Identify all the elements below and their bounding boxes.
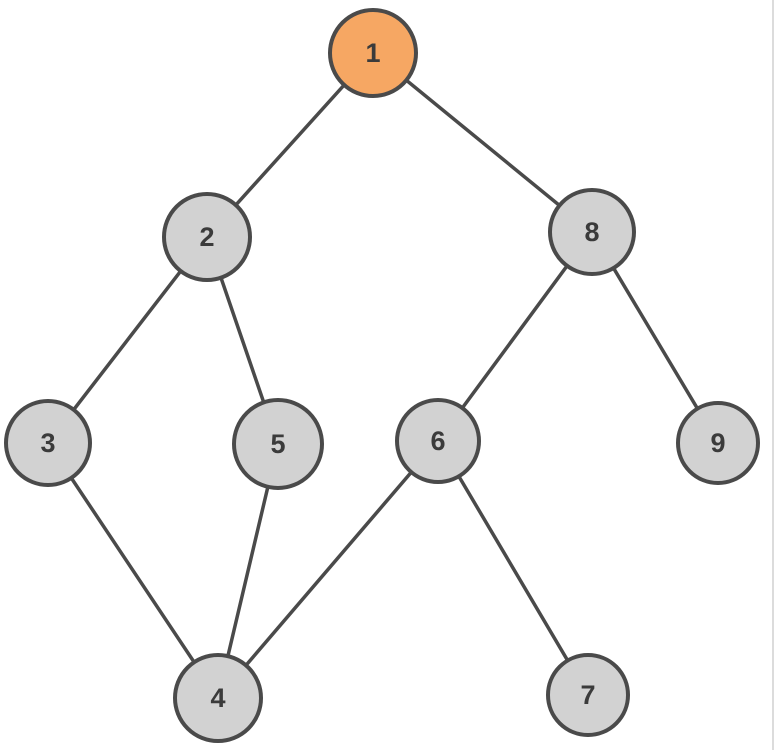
graph-node-6: 6 <box>395 398 481 484</box>
node-label: 5 <box>270 429 285 459</box>
graph-node-2: 2 <box>162 192 252 282</box>
graph-edge-1-8 <box>371 51 594 234</box>
node-label: 4 <box>210 683 225 713</box>
node-label: 8 <box>584 217 599 247</box>
node-circle <box>4 399 92 487</box>
graph-edge-3-4 <box>46 441 220 700</box>
graph-node-8: 8 <box>548 188 636 276</box>
node-label: 6 <box>430 426 445 456</box>
node-circle <box>173 653 263 743</box>
graph-node-7: 7 <box>546 653 630 737</box>
node-label: 3 <box>40 428 55 458</box>
graph-node-5: 5 <box>232 398 324 490</box>
node-circle <box>546 653 630 737</box>
node-label: 1 <box>365 38 380 68</box>
node-circle <box>162 192 252 282</box>
frame-right-edge <box>772 0 774 750</box>
graph-node-4: 4 <box>173 653 263 743</box>
node-circle <box>232 398 324 490</box>
node-label: 7 <box>580 680 595 710</box>
node-circle-highlighted <box>328 8 418 98</box>
graph-node-3: 3 <box>4 399 92 487</box>
node-label: 9 <box>710 428 725 458</box>
graph-edge-6-7 <box>436 439 590 697</box>
graph-node-9: 9 <box>676 401 760 485</box>
node-circle <box>548 188 636 276</box>
node-circle <box>676 401 760 485</box>
node-label: 2 <box>199 222 214 252</box>
graph-edge-6-4 <box>216 439 440 700</box>
graph-node-1: 1 <box>328 8 418 98</box>
node-circle <box>395 398 481 484</box>
